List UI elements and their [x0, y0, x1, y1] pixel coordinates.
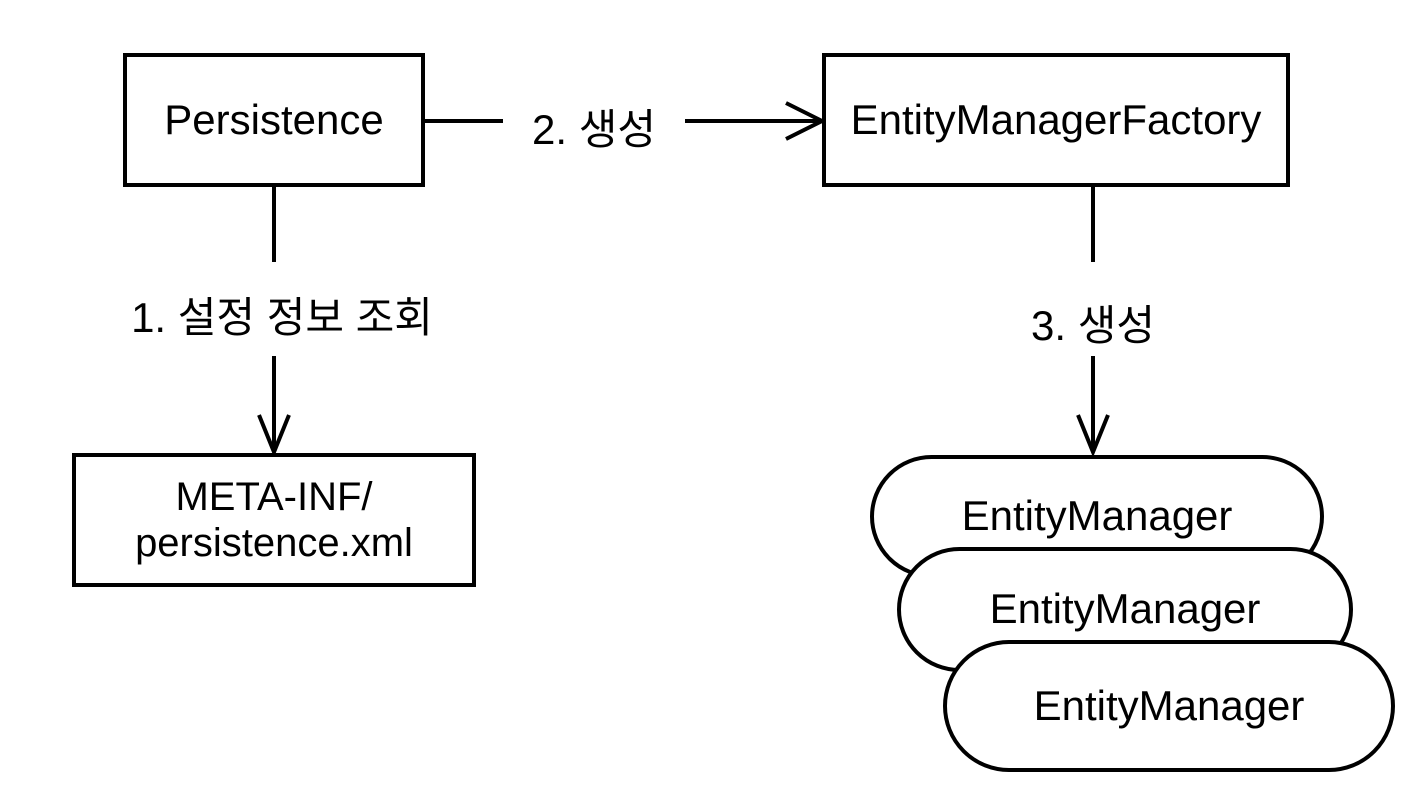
entity-manager-factory-label: EntityManagerFactory [850, 95, 1262, 143]
entity-manager-label-3: EntityManager [1033, 681, 1305, 729]
persistence-xml-node: META-INF/ persistence.xml [72, 453, 476, 587]
entity-manager-factory-node: EntityManagerFactory [822, 53, 1290, 187]
step3-arrowhead-icon [1076, 414, 1110, 458]
entity-manager-label-2: EntityManager [989, 585, 1261, 633]
persistence-label: Persistence [164, 95, 384, 143]
persistence-xml-label-line2: persistence.xml [135, 521, 413, 565]
step3-edge-label: 3. 생성 [1031, 302, 1155, 349]
step1-arrowhead-icon [257, 414, 291, 458]
persistence-xml-label-line1: META-INF/ [175, 475, 373, 519]
entity-manager-label-1: EntityManager [961, 492, 1233, 540]
step2-edge-label: 2. 생성 [532, 106, 656, 153]
persistence-xml-label: META-INF/ persistence.xml [135, 474, 413, 566]
entity-manager-node-3: EntityManager [943, 640, 1395, 772]
persistence-node: Persistence [123, 53, 425, 187]
step2-arrowhead-icon [785, 101, 827, 141]
step1-edge-label: 1. 설정 정보 조회 [131, 294, 433, 341]
